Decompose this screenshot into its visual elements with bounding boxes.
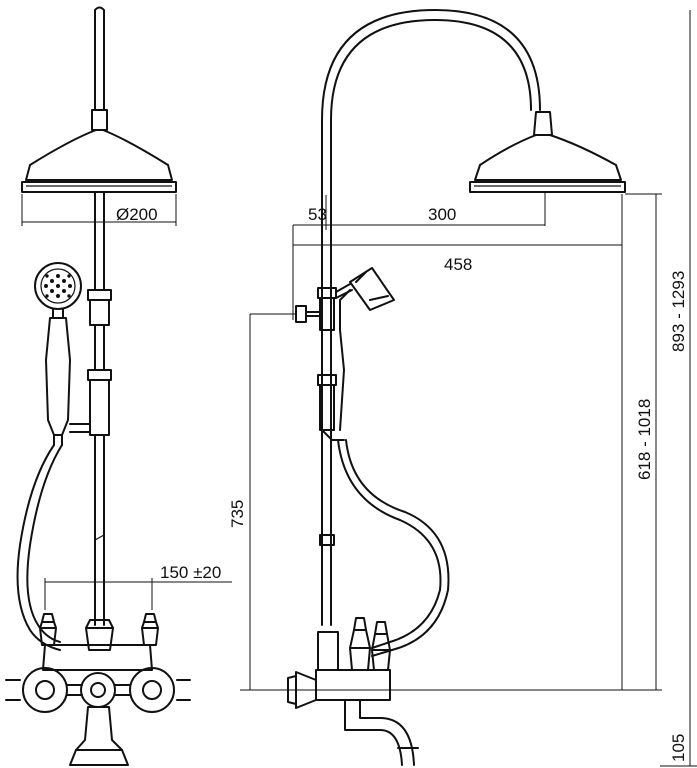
height-618-1018-label: 618 - 1018 xyxy=(635,399,654,480)
side-mixer-body xyxy=(315,669,391,701)
side-shower-head xyxy=(474,134,622,181)
front-view xyxy=(5,6,232,766)
height-735-label: 735 xyxy=(228,500,247,528)
side-hand-shower xyxy=(349,267,395,311)
spray-holes xyxy=(44,274,72,298)
offset-458-label: 458 xyxy=(444,255,472,274)
front-diameter-label: Ø200 xyxy=(116,205,158,224)
offset-300-label: 300 xyxy=(428,205,456,224)
height-105-label: 105 xyxy=(669,734,688,762)
front-hand-shower-head xyxy=(34,262,82,310)
height-893-1293-label: 893 - 1293 xyxy=(669,271,688,352)
side-view xyxy=(287,9,626,766)
spacing-label: 150 ±20 xyxy=(160,563,221,582)
front-spout xyxy=(75,706,123,751)
front-shower-head xyxy=(25,129,173,181)
side-dimension-lines xyxy=(240,10,697,767)
side-tub-spout xyxy=(344,699,415,766)
offset-53-label: 53 xyxy=(308,205,327,224)
front-mixer-body xyxy=(42,644,153,671)
side-arch-pipe xyxy=(321,9,541,626)
